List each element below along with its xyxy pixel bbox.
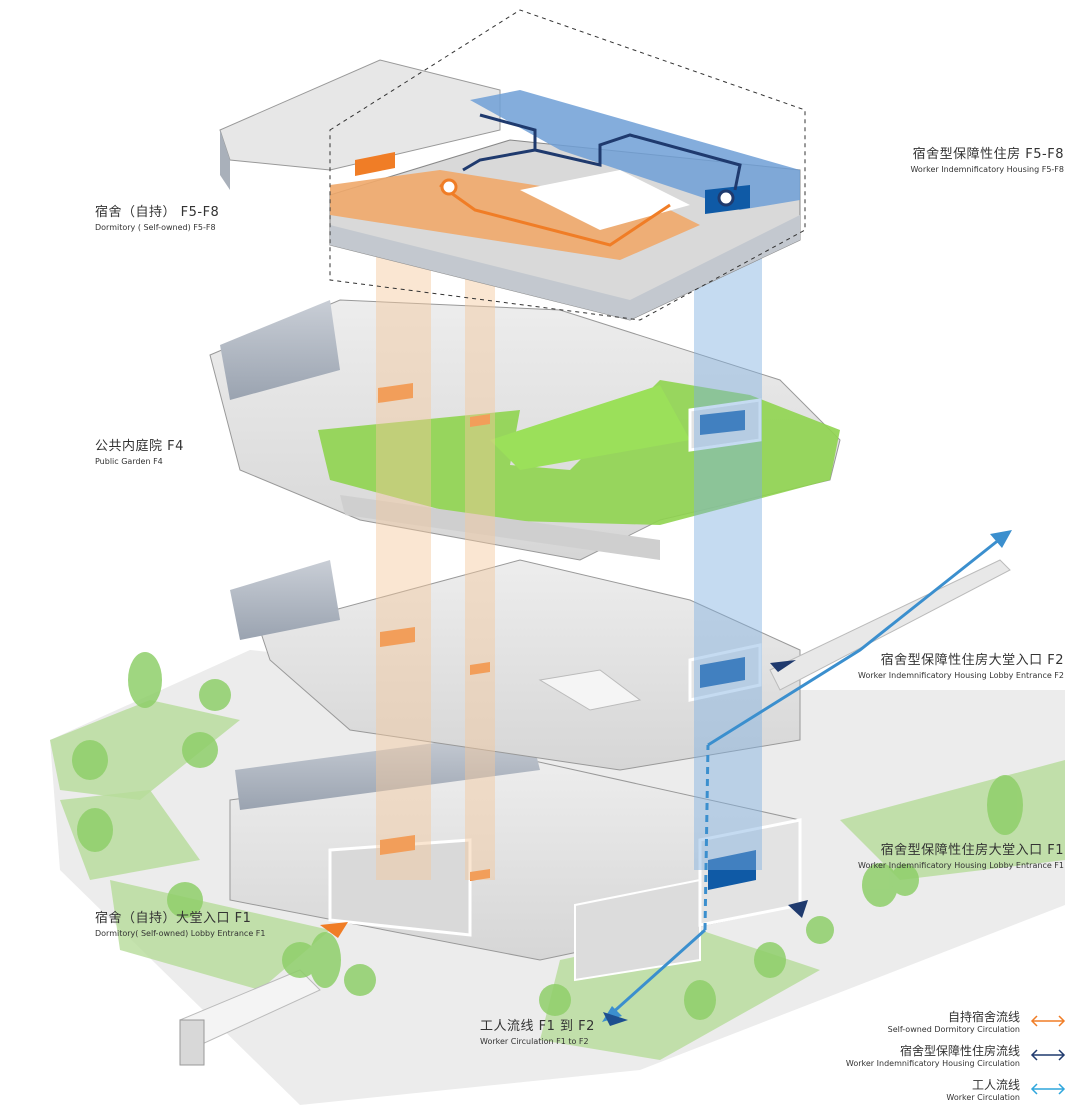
label-zh: 工人流线 F1 到 F2 (480, 1019, 595, 1034)
double-arrow-icon (1030, 1083, 1066, 1095)
legend-item-worker-circulation: 工人流线 Worker Circulation (796, 1072, 1066, 1106)
legend-label-zh: 自持宿舍流线 (947, 1010, 1020, 1024)
circulation-legend: 自持宿舍流线 Self-owned Dormitory Circulation … (796, 1004, 1066, 1106)
label-zh: 宿舍型保障性住房大堂入口 F2 (880, 653, 1064, 668)
label-dormitory-f5-f8: 宿舍（自持） F5-F8 Dormitory ( Self-owned) F5-… (95, 205, 220, 232)
label-worker-lobby-f1: 宿舍型保障性住房大堂入口 F1 Worker Indemnificatory H… (858, 843, 1064, 870)
double-arrow-icon (1030, 1049, 1066, 1061)
label-zh: 宿舍型保障性住房 F5-F8 (912, 147, 1064, 162)
entrance-markers (320, 660, 808, 1026)
legend-label-en: Worker Indemnificatory Housing Circulati… (845, 1059, 1020, 1068)
label-dormitory-lobby-f1: 宿舍（自持）大堂入口 F1 Dormitory( Self-owned) Lob… (95, 911, 266, 938)
legend-label-zh: 宿舍型保障性住房流线 (899, 1044, 1020, 1058)
label-en: Worker Indemnificatory Housing Lobby Ent… (858, 860, 1064, 870)
legend-label-zh: 工人流线 (971, 1078, 1020, 1092)
legend-item-worker-housing: 宿舍型保障性住房流线 Worker Indemnificatory Housin… (796, 1038, 1066, 1072)
label-public-garden-f4: 公共内庭院 F4 Public Garden F4 (95, 439, 184, 466)
double-arrow-icon (1030, 1015, 1066, 1027)
label-worker-lobby-f2: 宿舍型保障性住房大堂入口 F2 Worker Indemnificatory H… (858, 653, 1064, 680)
legend-label-en: Worker Circulation (946, 1093, 1020, 1102)
label-worker-housing-f5-f8: 宿舍型保障性住房 F5-F8 Worker Indemnificatory Ho… (910, 147, 1064, 174)
label-zh: 宿舍（自持） F5-F8 (95, 205, 220, 220)
label-zh: 宿舍（自持）大堂入口 F1 (95, 911, 252, 926)
label-en: Worker Circulation F1 to F2 (480, 1036, 589, 1046)
label-en: Dormitory( Self-owned) Lobby Entrance F1 (95, 928, 266, 938)
legend-item-self-owned: 自持宿舍流线 Self-owned Dormitory Circulation (796, 1004, 1066, 1038)
floor-f5-f8 (219, 9, 806, 321)
label-en: Worker Indemnificatory Housing Lobby Ent… (858, 670, 1064, 680)
floor-f1 (229, 730, 802, 982)
label-worker-circulation-f1-f2: 工人流线 F1 到 F2 Worker Circulation F1 to F2 (480, 1019, 595, 1046)
label-en: Worker Indemnificatory Housing F5-F8 (910, 164, 1064, 174)
vertical-cores (376, 220, 762, 880)
site-trees (72, 652, 1023, 1020)
label-zh: 公共内庭院 F4 (95, 439, 184, 454)
label-en: Public Garden F4 (95, 456, 163, 466)
label-en: Dormitory ( Self-owned) F5-F8 (95, 222, 216, 232)
legend-label-en: Self-owned Dormitory Circulation (887, 1025, 1020, 1034)
floor-f4-garden (209, 299, 841, 561)
label-zh: 宿舍型保障性住房大堂入口 F1 (880, 843, 1064, 858)
